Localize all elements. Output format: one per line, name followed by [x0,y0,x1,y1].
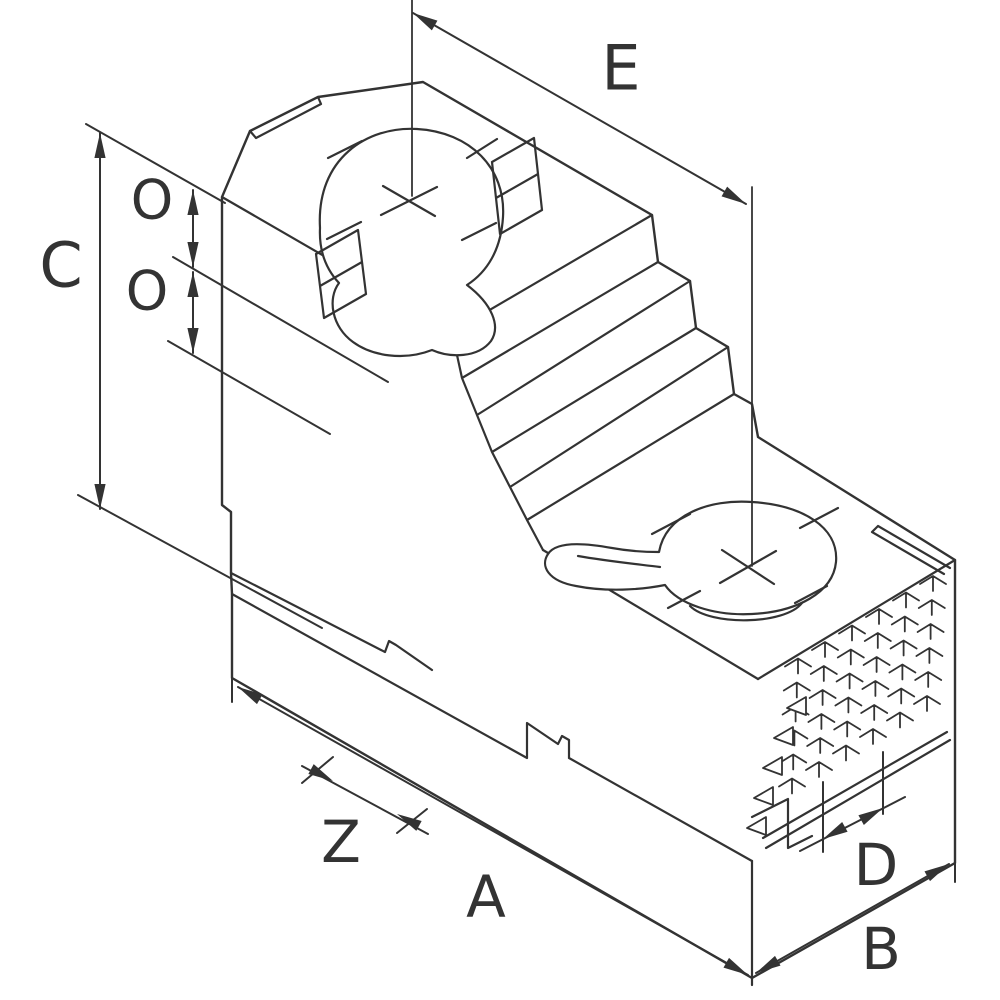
serration-edge-spikes [746,696,807,836]
dimension-arrowhead [721,186,746,204]
hole-2-through-hole-arc [688,601,804,622]
dim-Z-label: Z [321,808,361,876]
dimension-arrowhead [823,821,848,839]
hole-2-keyhole [543,186,840,622]
dimension-arrowheads [94,13,949,975]
dimension-arrowhead [858,808,883,826]
hole-1-bore-outline [318,127,505,358]
dim-E-label: E [601,31,640,104]
dimension-arrowhead [238,687,263,705]
hole-2-quadrant-ticks [650,506,840,610]
dim-B-label: B [861,915,901,983]
dimension-arrowhead [187,272,199,297]
hole-2-slot-inner-line [576,554,662,569]
serration-spike [786,696,807,716]
dimension-arrowhead [187,190,199,215]
serration-spike [773,726,794,746]
dimension-arrowhead [187,328,199,353]
end-tip-chamfer [248,95,323,140]
hole-2-bore-outline [543,500,838,616]
dim-O2-label: O [126,259,169,322]
hole-1-serration-blocks-left [314,228,368,320]
serrated-end-face [746,575,952,850]
dimension-arrowhead [187,242,199,267]
dim-line-A [237,686,749,976]
dim-line-D [799,796,906,852]
dimension-arrowhead [397,814,422,831]
dimension-arrowhead [723,957,748,975]
end-face-shoulder [750,797,814,850]
end-face-bottom-band [761,730,952,850]
dimension-arrowhead [924,864,949,882]
serration-spike [753,786,774,806]
dimension-arrowhead [94,133,106,158]
top-right-chamfer [870,524,952,576]
hole-2-center-cross [718,548,778,586]
dim-line-B [755,863,950,974]
dim-D-label: D [854,831,899,899]
ext-line-O-mid [172,256,389,383]
dimension-arrowhead [413,13,438,31]
dim-line-E [412,12,747,205]
tongue-top-edge-with-notch [230,592,754,863]
hole-1-keyhole [314,0,544,358]
dimension-arrowhead [756,955,781,973]
serration-spike [762,756,783,776]
block-bottom-edge-with-jog [229,571,434,672]
dimension-arrowhead [94,484,106,509]
stair-strip-lines [450,213,736,552]
dim-O1-label: O [131,168,174,231]
dim-A-label: A [466,863,506,931]
serration-spike [746,816,767,836]
hole-1-center-cross [379,184,439,218]
dimension-arrowhead [308,764,333,781]
dim-C-label: C [39,228,82,301]
ext-line-O-bottom [167,340,331,435]
hole-1-quadrant-ticks [325,137,499,242]
end-face-top-edge [756,558,957,681]
ext-line-C-top [85,123,226,204]
front-face-edges [229,571,754,987]
dimension-labels: E COO Z A DB [39,31,901,983]
hole-1-serration-blocks-right [490,136,544,236]
ext-line-C-bottom [77,494,323,629]
dimension-lines [77,12,956,976]
